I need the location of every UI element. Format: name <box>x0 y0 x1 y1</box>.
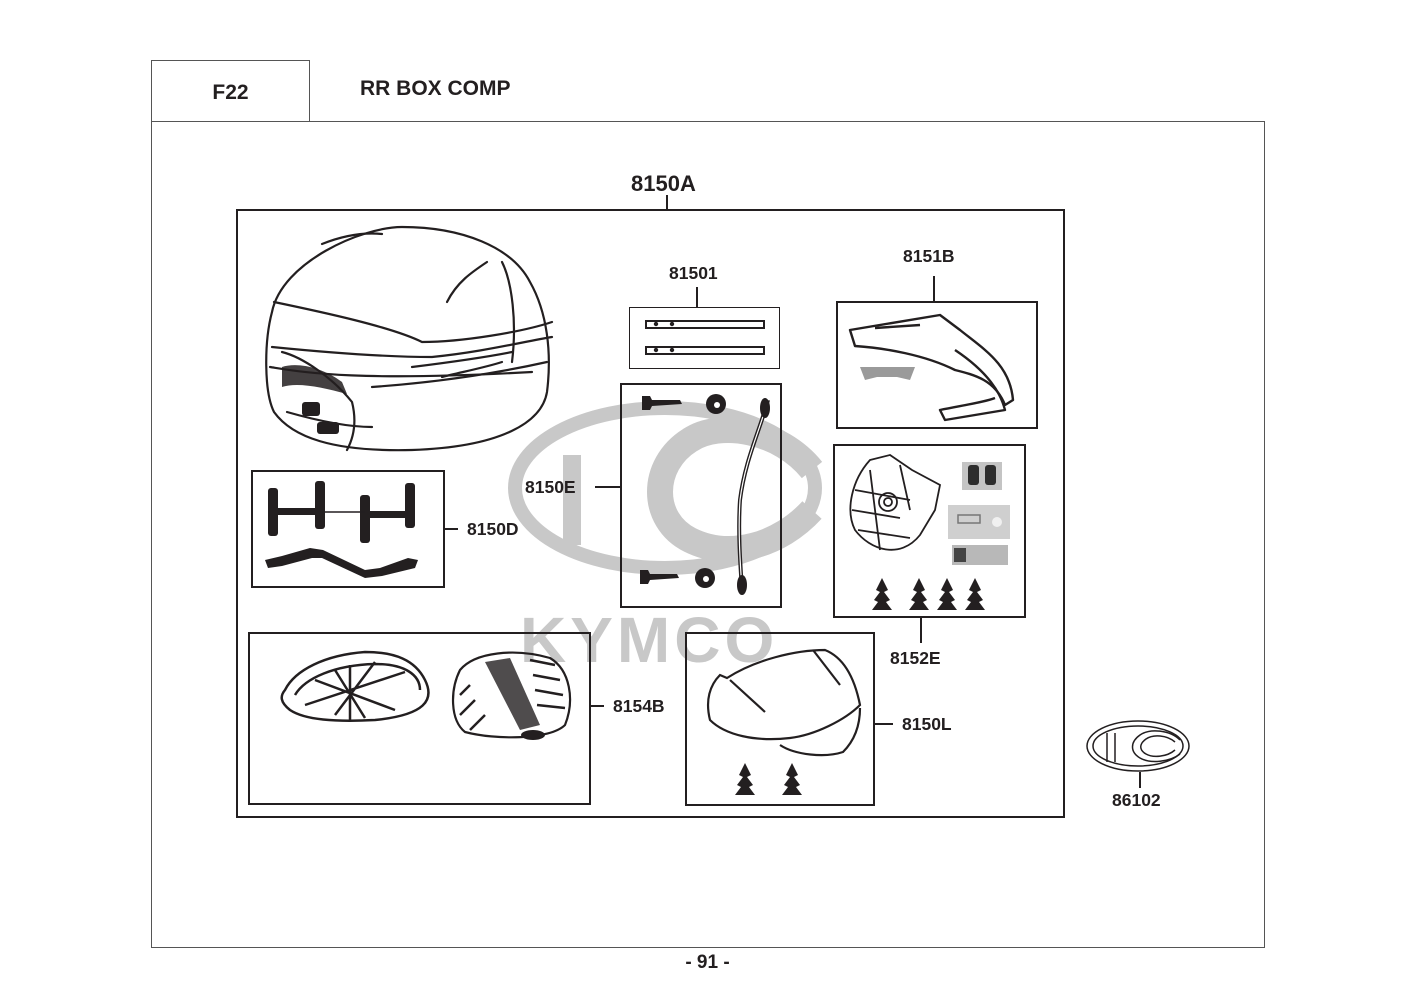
label-81501[interactable]: 81501 <box>669 263 718 283</box>
box-8150E <box>620 383 782 608</box>
box-81501 <box>629 307 780 369</box>
section-title: RR BOX COMP <box>360 77 511 100</box>
label-8152E[interactable]: 8152E <box>890 648 941 668</box>
lid-cover-illustration[interactable] <box>695 640 870 800</box>
box-8150L <box>685 632 875 806</box>
top-box-illustration[interactable] <box>262 222 562 452</box>
box-8151B <box>836 301 1038 429</box>
label-8151B[interactable]: 8151B <box>903 246 955 266</box>
latch-set-illustration[interactable] <box>840 450 1020 615</box>
page-number: - 91 - <box>685 952 730 973</box>
label-8150L[interactable]: 8150L <box>902 714 952 734</box>
box-8152E <box>833 444 1026 618</box>
strips-illustration[interactable] <box>642 318 772 358</box>
assembly-part-number[interactable]: 8150A <box>631 171 696 196</box>
hinge-pins-illustration[interactable] <box>260 478 440 583</box>
label-8154B[interactable]: 8154B <box>613 696 665 716</box>
watermark-text: KYMCO <box>520 604 778 676</box>
label-8150D[interactable]: 8150D <box>467 519 519 539</box>
box-8154B <box>248 632 591 805</box>
watermark-c <box>647 417 823 562</box>
section-code-cell: F22 <box>151 60 310 122</box>
emblem-illustration[interactable] <box>1085 720 1195 805</box>
screws-strap-illustration[interactable] <box>630 390 775 605</box>
seal-rubber-illustration[interactable] <box>845 310 1025 425</box>
label-8150E[interactable]: 8150E <box>525 477 576 497</box>
label-86102[interactable]: 86102 <box>1112 790 1161 810</box>
watermark-ellipse <box>508 401 822 575</box>
box-8150D <box>251 470 445 588</box>
base-plate-illustration[interactable] <box>275 640 580 740</box>
assembly-box <box>236 209 1065 818</box>
diagram-frame <box>151 121 1265 948</box>
section-code: F22 <box>212 80 249 104</box>
